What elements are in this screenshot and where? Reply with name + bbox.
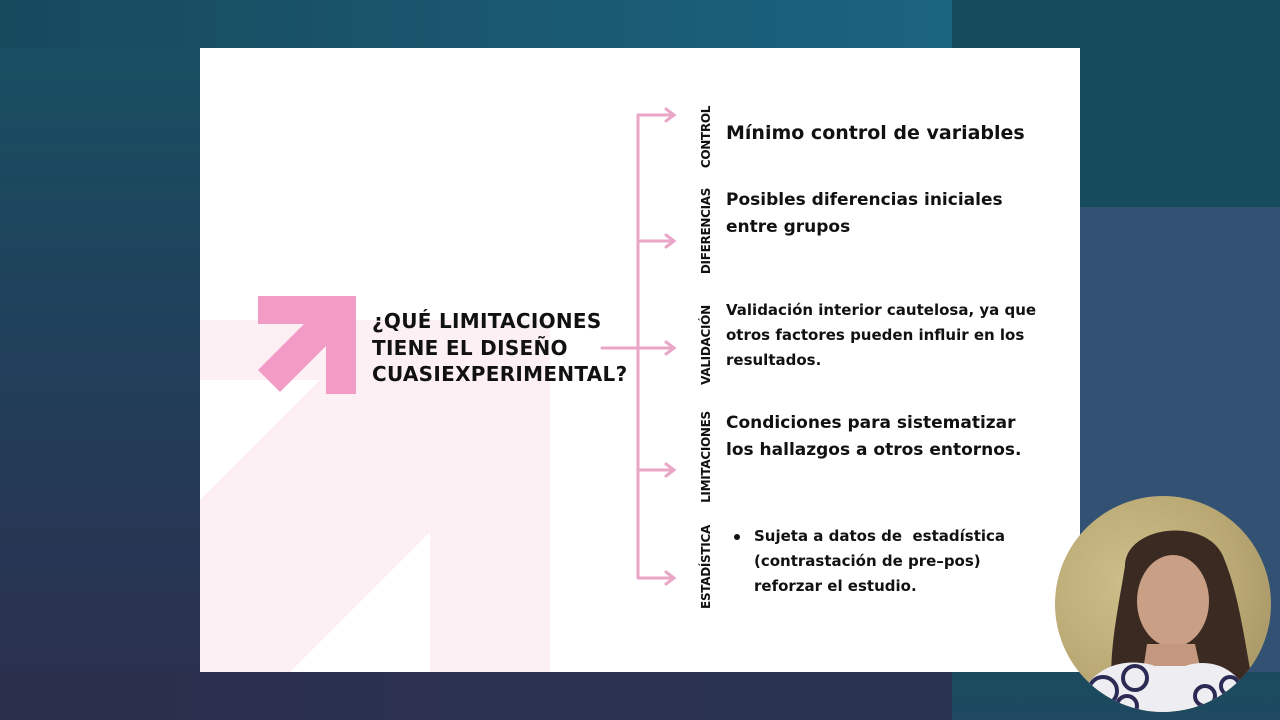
branch-text-estadistica: Sujeta a datos de estadística (contrasta… (726, 524, 1005, 599)
branch-text-line: (contrastación de pre–pos) (754, 552, 981, 570)
branch-label-limitaciones: LIMITACIONES (696, 411, 716, 503)
slide-question-heading: ¿QUÉ LIMITACIONES TIENE EL DISEÑO CUASIE… (372, 308, 632, 388)
pink-arrow-icon (258, 296, 356, 394)
background-bottom-band (0, 672, 952, 720)
branch-text-validacion: Validación interior cautelosa, ya que ot… (726, 298, 1036, 373)
presentation-slide: ¿QUÉ LIMITACIONES TIENE EL DISEÑO CUASIE… (200, 48, 1080, 672)
bullet-list: Sujeta a datos de estadística (contrasta… (726, 524, 1005, 599)
branch-label-estadistica: ESTADÍSTICA (696, 525, 716, 609)
branch-label-text: VALIDACIÓN (699, 305, 714, 385)
branch-label-text: DIFERENCIAS (699, 187, 714, 275)
branch-text-line: entre grupos (726, 217, 851, 237)
question-line-2: TIENE EL DISEÑO (372, 335, 568, 360)
bullet-item: Sujeta a datos de estadística (contrasta… (726, 524, 1005, 599)
branch-text-limitaciones: Condiciones para sistematizar los hallaz… (726, 410, 1022, 464)
branch-label-text: LIMITACIONES (699, 411, 714, 503)
branch-text-line: los hallazgos a otros entornos. (726, 440, 1022, 460)
branch-text-line: Sujeta a datos de estadística (754, 527, 1006, 545)
question-line-1: ¿QUÉ LIMITACIONES (372, 309, 602, 333)
branch-text-line: reforzar el estudio. (754, 577, 917, 595)
branch-label-control: CONTROL (696, 105, 716, 169)
branch-connector-diagram (600, 107, 677, 586)
branch-text-control: Mínimo control de variables (726, 120, 1025, 147)
presenter-webcam-video[interactable] (1055, 496, 1271, 712)
branch-text-line: Mínimo control de variables (726, 122, 1025, 144)
presenter-silhouette-icon (1075, 530, 1255, 712)
branch-label-diferencias: DIFERENCIAS (696, 187, 716, 275)
branch-label-validacion: VALIDACIÓN (696, 305, 716, 385)
background-top-band (0, 0, 952, 48)
branch-text-line: Condiciones para sistematizar (726, 413, 1016, 433)
question-line-3: CUASIEXPERIMENTAL? (372, 362, 628, 386)
branch-label-text: ESTADÍSTICA (699, 525, 713, 609)
branch-text-line: otros factores pueden influir en los (726, 326, 1025, 344)
branch-text-line: Validación interior cautelosa, ya que (726, 301, 1037, 319)
branch-text-line: resultados. (726, 351, 822, 369)
branch-text-line: Posibles diferencias iniciales (726, 190, 1003, 210)
ghost-arrow-icon (200, 380, 430, 672)
branch-text-diferencias: Posibles diferencias iniciales entre gru… (726, 187, 1003, 241)
branch-label-text: CONTROL (699, 105, 714, 169)
background-left-band (0, 48, 200, 672)
